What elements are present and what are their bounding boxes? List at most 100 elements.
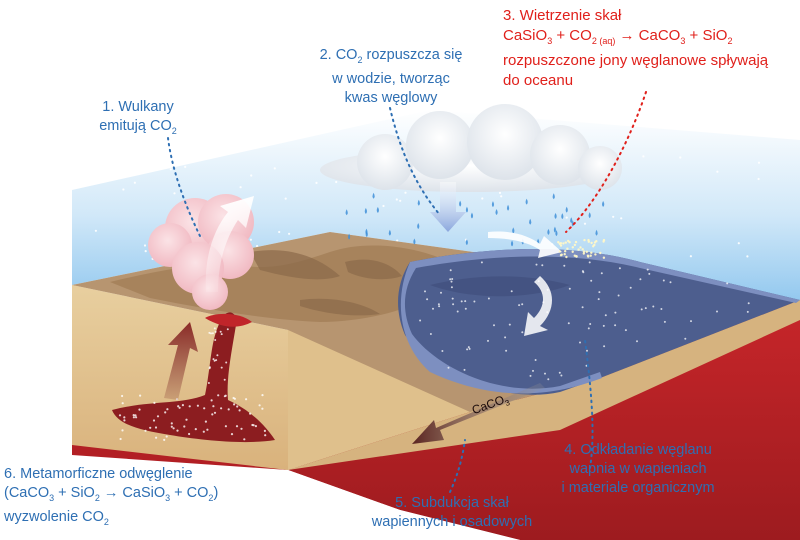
- particle: [208, 331, 211, 334]
- particle: [614, 311, 617, 314]
- particle: [689, 255, 693, 258]
- particle: [624, 329, 627, 332]
- particle: [574, 240, 578, 244]
- runoff-arrow: [488, 231, 562, 258]
- particle: [235, 425, 239, 428]
- particle: [662, 279, 665, 282]
- particle: [449, 269, 452, 272]
- particle: [399, 199, 402, 202]
- particle: [568, 287, 571, 290]
- particle: [652, 305, 655, 308]
- particle: [211, 413, 214, 416]
- particle: [212, 405, 215, 408]
- raindrop: [495, 209, 498, 216]
- particle: [598, 291, 601, 294]
- particle: [504, 336, 507, 339]
- particle: [134, 414, 137, 417]
- raindrop: [595, 229, 598, 236]
- particle: [243, 438, 246, 441]
- particle: [618, 267, 621, 270]
- particle: [143, 244, 147, 247]
- particle: [238, 409, 241, 412]
- particle: [217, 394, 220, 397]
- particle: [577, 248, 580, 251]
- particle: [220, 366, 223, 369]
- particle: [726, 282, 729, 285]
- particle: [452, 303, 455, 306]
- particle: [588, 261, 591, 264]
- particle: [473, 300, 476, 303]
- particle: [510, 290, 513, 293]
- particle: [679, 156, 682, 159]
- particle: [211, 332, 214, 335]
- particle: [566, 247, 569, 250]
- particle: [166, 408, 169, 411]
- raindrop: [348, 233, 351, 240]
- magma-rise-arrow: [164, 322, 198, 400]
- particle: [521, 303, 524, 306]
- particle: [184, 165, 187, 168]
- particle: [560, 374, 563, 377]
- particle: [636, 340, 638, 343]
- particle: [139, 394, 142, 397]
- particle: [156, 415, 160, 418]
- particle: [284, 197, 287, 200]
- particle: [121, 394, 124, 398]
- particle: [213, 327, 216, 330]
- particle: [144, 250, 147, 253]
- raindrop: [459, 200, 462, 207]
- particle: [534, 359, 537, 361]
- label-carbonate-deposition: 4. Odkładanie węglanu wapnia w wapieniac…: [561, 442, 715, 496]
- particle: [261, 394, 264, 397]
- particle: [132, 414, 135, 417]
- particle: [463, 368, 466, 371]
- particle: [203, 407, 206, 410]
- raindrops: [345, 192, 605, 247]
- particle: [646, 268, 649, 271]
- particle: [529, 374, 532, 377]
- raindrop: [372, 192, 375, 199]
- raindrop: [364, 207, 367, 214]
- particle: [196, 404, 199, 407]
- particle: [382, 204, 385, 208]
- particle: [614, 324, 617, 327]
- particle: [716, 170, 719, 173]
- label-subduction: 5. Subdukcja skał wapiennych i osadowych: [371, 495, 533, 530]
- particle: [135, 416, 138, 419]
- particle: [466, 348, 469, 351]
- particle: [429, 333, 432, 335]
- raindrop: [365, 230, 368, 237]
- particle: [567, 322, 570, 325]
- leader-lines: [167, 107, 594, 493]
- particle: [449, 278, 452, 281]
- particle: [532, 369, 534, 372]
- particle: [173, 192, 176, 195]
- particle: [467, 346, 470, 349]
- particle: [586, 254, 590, 257]
- particle: [250, 174, 253, 177]
- particle: [487, 297, 490, 300]
- particle: [123, 416, 126, 419]
- dissolve-down-arrow: [430, 182, 466, 232]
- particle: [585, 364, 588, 367]
- particle: [132, 416, 135, 419]
- particle: [233, 403, 236, 406]
- particle: [245, 398, 248, 401]
- particle: [582, 271, 585, 274]
- particle: [600, 272, 603, 275]
- particle: [590, 251, 593, 254]
- particle: [264, 434, 267, 437]
- particle: [640, 308, 643, 311]
- particle: [493, 324, 495, 327]
- particle: [219, 330, 222, 333]
- raindrop: [602, 200, 605, 207]
- particle: [169, 168, 172, 171]
- raindrop: [491, 201, 495, 208]
- particle: [194, 428, 197, 431]
- particle: [204, 420, 207, 423]
- particle: [216, 354, 219, 357]
- particle: [188, 432, 191, 436]
- particle: [575, 255, 578, 258]
- particle: [254, 425, 257, 428]
